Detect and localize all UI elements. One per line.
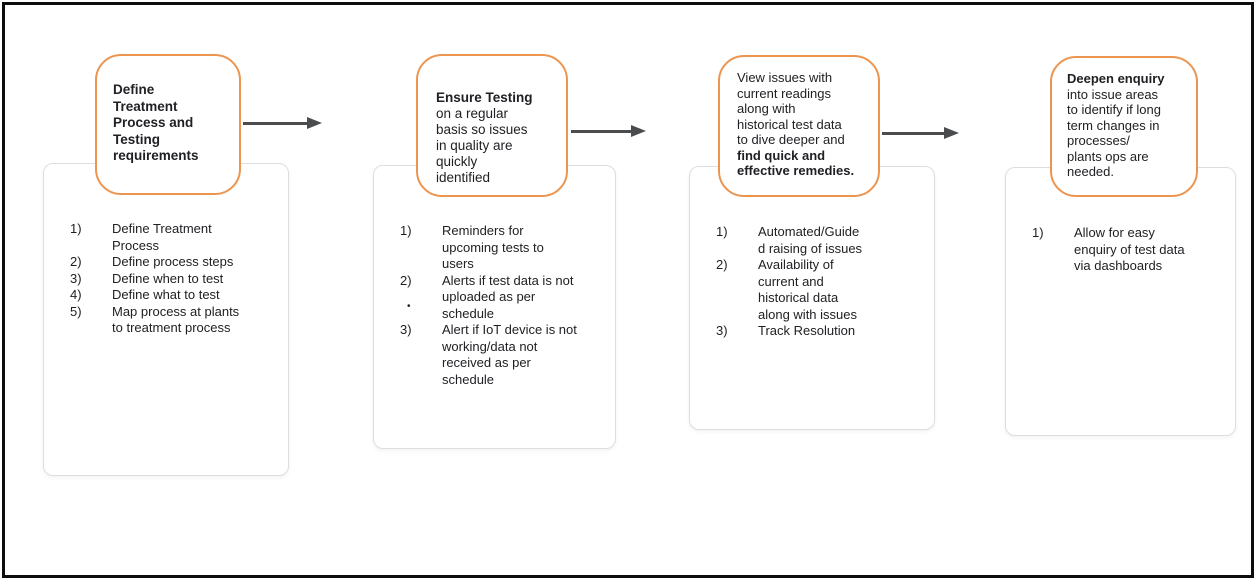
stage-2-list: 1) Reminders for upcoming tests to users… [374, 166, 615, 388]
list-item: 5) Map process at plants to treatment pr… [70, 304, 280, 337]
stage-3-detail-card: 1) Automated/Guide d raising of issues 2… [689, 166, 935, 430]
item-marker: 1) [70, 221, 82, 236]
flow-arrow-icon [243, 117, 322, 129]
list-item: 1) Allow for easy enquiry of test data v… [1032, 225, 1227, 275]
stage-2-bubble: Ensure Testing on a regular basis so iss… [416, 54, 568, 197]
item-text: Automated/Guide d raising of issues [758, 224, 863, 256]
item-text: Reminders for upcoming tests to users [442, 223, 544, 271]
stray-bullet: • [407, 300, 411, 312]
item-text: Track Resolution [758, 323, 856, 338]
item-text: Define what to test [112, 287, 220, 302]
item-marker: 3) [70, 270, 82, 286]
item-marker: 1) [716, 224, 728, 239]
item-text: Map process at plants to treatment proce… [112, 303, 240, 336]
item-marker: 1) [400, 223, 412, 238]
item-marker: 2) [716, 257, 728, 272]
item-text: Define when to test [112, 270, 224, 286]
list-item: 2)• Alerts if test data is not uploaded … [400, 273, 607, 323]
list-item: 2) Define process steps [70, 254, 280, 271]
item-marker: 5) [70, 303, 82, 319]
stage-2-detail-card: 1) Reminders for upcoming tests to users… [373, 165, 616, 449]
item-marker: 3) [716, 323, 728, 338]
stage-3-list: 1) Automated/Guide d raising of issues 2… [690, 167, 934, 340]
flow-arrow-icon [882, 127, 959, 139]
list-item: 3) Track Resolution [716, 323, 926, 340]
stage-4-bubble: Deepen enquiry into issue areas to ident… [1050, 56, 1198, 197]
item-text: Define process steps [112, 254, 234, 269]
flow-arrow-icon [571, 125, 646, 137]
item-text: Allow for easy enquiry of test data via … [1074, 225, 1185, 273]
item-text: Define Treatment Process [112, 221, 212, 253]
stage-4-detail-card: 1) Allow for easy enquiry of test data v… [1005, 167, 1236, 436]
stage-1-detail-card: 1) Define Treatment Process 2) Define pr… [43, 163, 289, 476]
list-item: 1) Automated/Guide d raising of issues [716, 224, 926, 257]
list-item: 3) Define when to test [70, 271, 280, 288]
stage-1-list: 1) Define Treatment Process 2) Define pr… [44, 164, 288, 337]
item-text: Alert if IoT device is not working/data … [442, 322, 577, 387]
stage-3-bubble: View issues with current readings along … [718, 55, 880, 197]
item-marker: 4) [70, 287, 82, 302]
stage-4-list: 1) Allow for easy enquiry of test data v… [1006, 168, 1235, 275]
item-marker: 3) [400, 322, 412, 337]
item-marker: 1) [1032, 225, 1044, 240]
list-item: 1) Reminders for upcoming tests to users [400, 223, 607, 273]
item-marker: 2)• [400, 272, 412, 312]
item-text: Availability of current and historical d… [758, 257, 857, 322]
stage-1-bubble: Define Treatment Process and Testing req… [95, 54, 241, 195]
item-text: Alerts if test data is not uploaded as p… [442, 272, 574, 321]
list-item: 4) Define what to test [70, 287, 280, 304]
item-marker: 2) [70, 254, 82, 269]
list-item: 2) Availability of current and historica… [716, 257, 926, 323]
list-item: 3) Alert if IoT device is not working/da… [400, 322, 607, 388]
list-item: 1) Define Treatment Process [70, 221, 280, 254]
